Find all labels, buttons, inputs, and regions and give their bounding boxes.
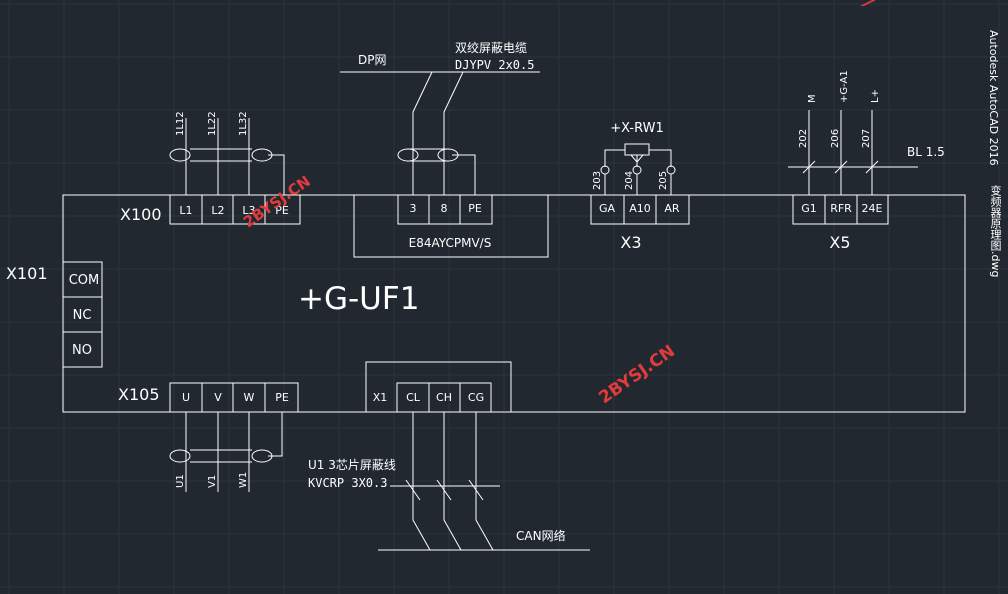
- can-terminal-block: [365, 361, 512, 413]
- terminal-l3: L3: [242, 204, 255, 217]
- x100-label: X100: [120, 205, 162, 224]
- terminal-u: U: [182, 391, 190, 404]
- terminal-24e: 24E: [862, 202, 883, 215]
- terminal-w: W: [244, 391, 255, 404]
- terminal-ch: CH: [436, 391, 452, 404]
- x105-output-wires: [169, 412, 283, 492]
- terminal-pe-comm: PE: [468, 202, 482, 215]
- wire-label-207: 207: [861, 129, 872, 148]
- can-network-label: CAN网络: [516, 528, 566, 543]
- device-label-x-rw1: +X-RW1: [610, 121, 663, 136]
- cable-name-label: 双绞屏蔽电缆: [455, 40, 527, 55]
- terminal-com: COM: [69, 273, 100, 288]
- x3-label: X3: [620, 233, 641, 252]
- watermark-fragment: [860, 0, 876, 6]
- terminal-no: NO: [72, 343, 92, 358]
- signal-label-g-a1: +G-A1: [839, 70, 850, 103]
- can-bus-wires: [378, 412, 590, 551]
- dp-network-label: DP网: [358, 53, 386, 67]
- x101-label: X101: [6, 264, 48, 283]
- terminal-nc: NC: [73, 308, 92, 323]
- terminal-ar: AR: [664, 202, 680, 215]
- wire-label-1l22: 1L22: [207, 111, 218, 136]
- can-cable-type-label: KVCRP 3X0.3: [308, 476, 387, 490]
- cable-type-label: DJYPV 2x0.5: [455, 58, 534, 72]
- x105-terminal-block: [169, 382, 299, 413]
- wire-label-206: 206: [830, 129, 841, 148]
- dp-bus-wires: [340, 71, 540, 195]
- terminal-v: V: [214, 391, 222, 404]
- terminal-rfr: RFR: [830, 202, 852, 215]
- x1-label: X1: [373, 391, 388, 404]
- wire-label-203: 203: [592, 171, 603, 190]
- side-file-label: 变频器原理图.dwg: [989, 185, 1002, 278]
- terminal-pe-x100: PE: [275, 204, 289, 217]
- terminal-ga: GA: [599, 202, 616, 215]
- x105-label: X105: [118, 385, 160, 404]
- terminal-a10: A10: [629, 202, 651, 215]
- signal-label-l-plus: L+: [870, 89, 881, 103]
- terminal-g1: G1: [801, 202, 817, 215]
- watermark-1: 2BYSJ.CN: [240, 172, 314, 231]
- wire-label-v1: V1: [207, 475, 218, 488]
- terminal-3: 3: [410, 202, 417, 215]
- terminal-l1: L1: [179, 204, 192, 217]
- wire-label-1l12: 1L12: [175, 111, 186, 136]
- terminal-cl: CL: [406, 391, 421, 404]
- terminal-8: 8: [441, 202, 448, 215]
- terminal-l2: L2: [211, 204, 224, 217]
- terminal-cg: CG: [468, 391, 484, 404]
- x3-terminal-block: [590, 194, 690, 225]
- signal-label-m: M: [807, 94, 818, 103]
- main-frame: [62, 194, 966, 413]
- can-cable-name-label: U1 3芯片屏蔽线: [308, 458, 396, 472]
- wire-label-205: 205: [658, 171, 669, 190]
- terminal-pe-x105: PE: [275, 391, 289, 404]
- side-app-label: Autodesk AutoCAD 2016: [987, 30, 1000, 166]
- comm-module-label: E84AYCPMV/S: [409, 236, 492, 250]
- x100-input-wires: [185, 118, 285, 195]
- wire-label-202: 202: [798, 129, 809, 148]
- potentiometer-symbol: [600, 143, 676, 195]
- comm-module-box: [353, 194, 549, 258]
- wire-label-w1: W1: [238, 472, 249, 488]
- x5-wires: [788, 110, 918, 195]
- x100-terminal-block: [169, 194, 301, 225]
- wire-label-204: 204: [624, 171, 635, 190]
- main-label: +G-UF1: [298, 281, 419, 317]
- x100-shield-symbol: [169, 148, 273, 162]
- x101-terminal-block: [62, 261, 103, 368]
- x5-label: X5: [829, 233, 850, 252]
- wire-label-1l32: 1L32: [238, 111, 249, 136]
- wire-label-u1: U1: [175, 474, 186, 488]
- wire-size-label: BL 1.5: [907, 145, 945, 159]
